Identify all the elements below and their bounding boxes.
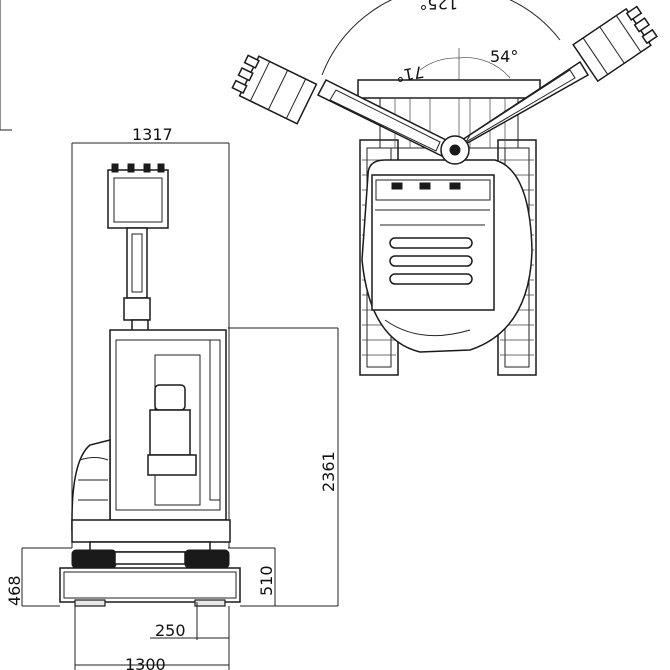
overall-width-dimension: 1317 <box>132 125 173 144</box>
canopy-cab <box>109 329 227 521</box>
body-panel <box>71 439 111 531</box>
swing-arc <box>321 0 561 76</box>
front-tracks <box>71 549 230 569</box>
overall-height-dimension: 2361 <box>319 451 338 492</box>
front-dozer-blade <box>59 567 241 607</box>
angle-right-label: 54° <box>490 47 518 66</box>
left-edge-fragment <box>0 0 12 131</box>
dozer-blade-top <box>357 79 541 99</box>
right-swung-boom <box>454 5 658 151</box>
operator-seat <box>147 384 197 476</box>
angle-total-label: 125° <box>419 0 458 13</box>
track-width-dimension: 1300 <box>125 655 166 670</box>
top-view: 125° 71° 54° <box>231 0 658 376</box>
angle-left-label: 71° <box>394 62 425 86</box>
offset-dimension: 250 <box>155 621 186 640</box>
engine-grille <box>389 237 473 285</box>
track-height-dimension: 510 <box>257 565 276 596</box>
left-swung-boom <box>231 54 453 160</box>
front-view: 1317 <box>5 125 339 670</box>
bucket <box>107 163 169 229</box>
blade-height-dimension: 468 <box>5 575 24 606</box>
